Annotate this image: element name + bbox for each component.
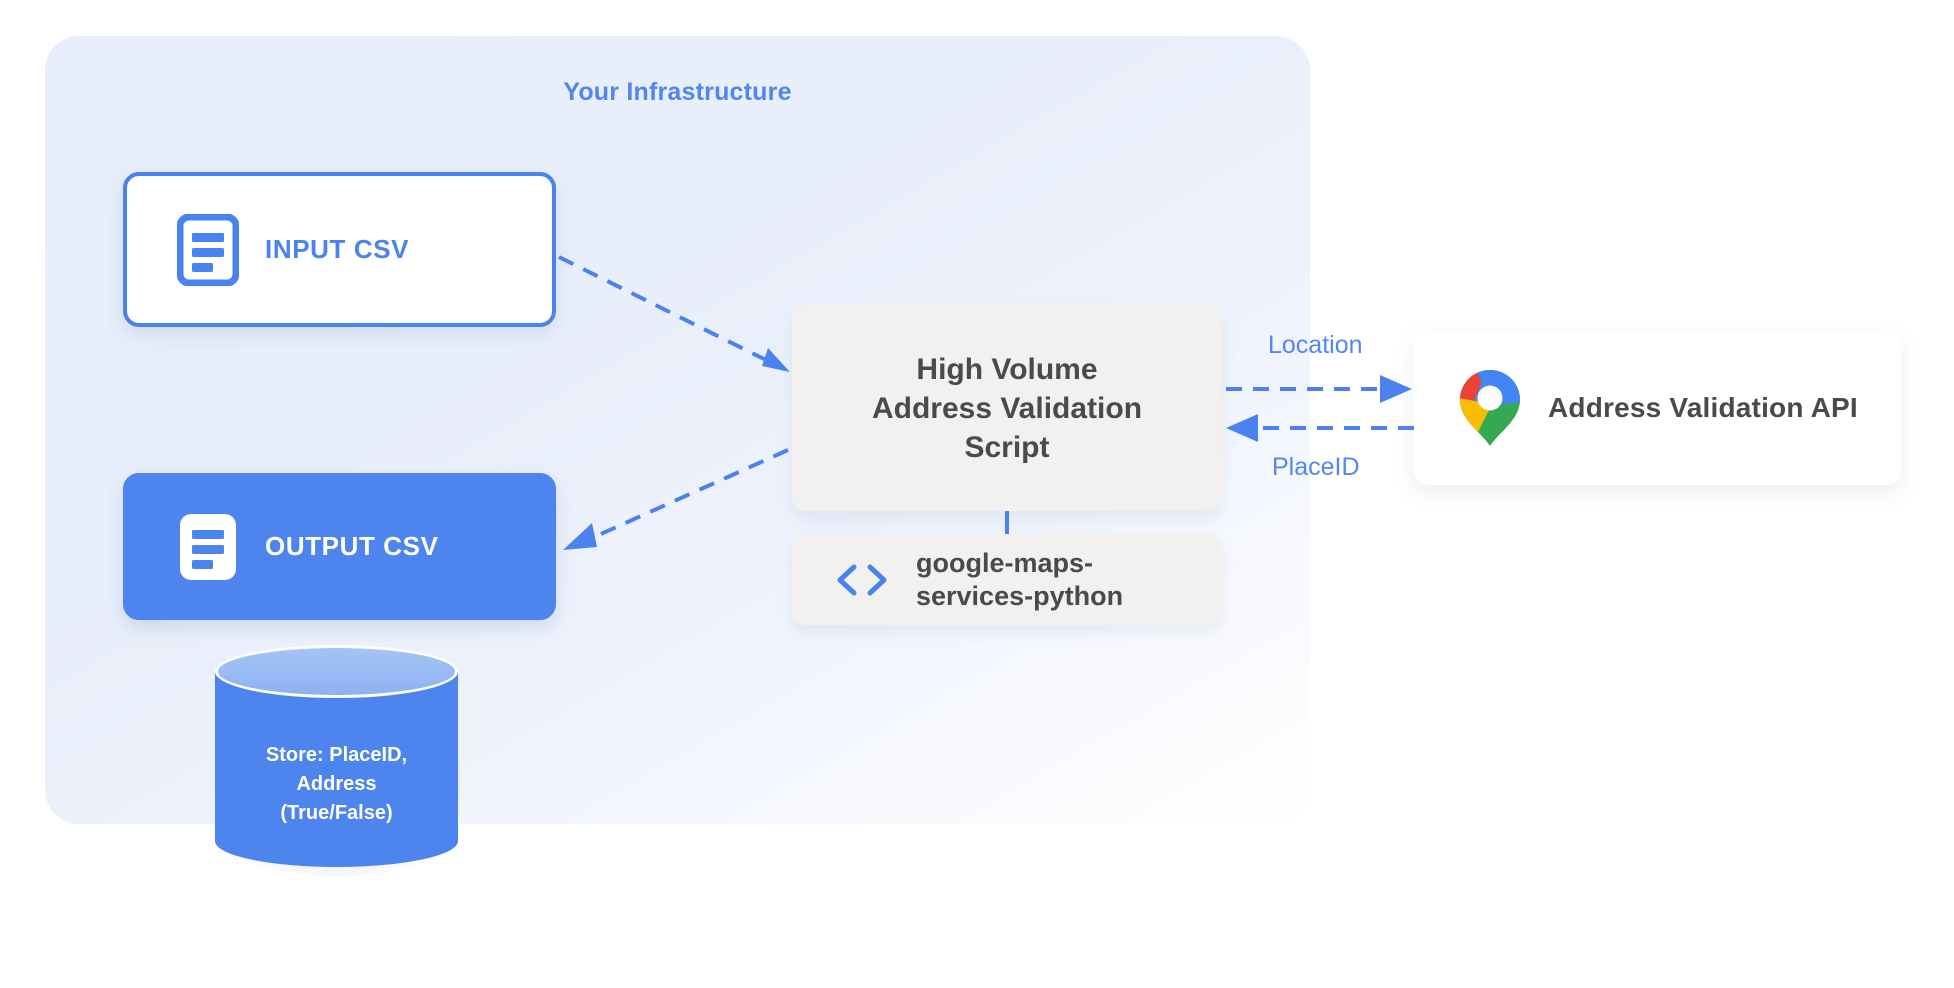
database-line-2: Address [296,773,377,795]
library-box[interactable]: google-maps- services-python [792,534,1222,625]
database-label: Store: PlaceID, Address (True/False) [215,741,458,828]
script-text: High Volume Address Validation Script [872,350,1142,467]
library-text: google-maps- services-python [916,547,1123,613]
library-line-1: google-maps- [916,547,1094,578]
document-lines-icon [177,213,239,286]
code-brackets-icon [834,563,890,597]
script-line-3: Script [964,430,1050,464]
output-csv-label: OUTPUT CSV [265,531,439,561]
address-validation-api-card[interactable]: Address Validation API [1414,330,1901,485]
script-library-connector [1005,511,1009,534]
database-cylinder[interactable]: Store: PlaceID, Address (True/False) [207,637,466,876]
api-label: Address Validation API [1548,391,1858,423]
script-line-2: Address Validation [871,391,1143,425]
output-csv-card[interactable]: OUTPUT CSV [123,473,556,620]
input-csv-label: INPUT CSV [265,234,410,264]
google-maps-pin-icon [1458,368,1522,448]
database-line-3: (True/False) [280,802,393,824]
library-line-2: services-python [916,580,1124,611]
edge-label-placeid: PlaceID [1272,453,1360,481]
database-body [215,671,458,841]
validation-script-box[interactable]: High Volume Address Validation Script [792,305,1222,511]
database-line-1: Store: PlaceID, [265,744,408,766]
script-line-1: High Volume [916,352,1098,386]
database-top [215,645,458,698]
input-csv-card[interactable]: INPUT CSV [123,172,556,327]
edge-label-location: Location [1268,331,1363,359]
panel-title: Your Infrastructure [563,78,792,106]
document-lines-icon [177,511,239,583]
